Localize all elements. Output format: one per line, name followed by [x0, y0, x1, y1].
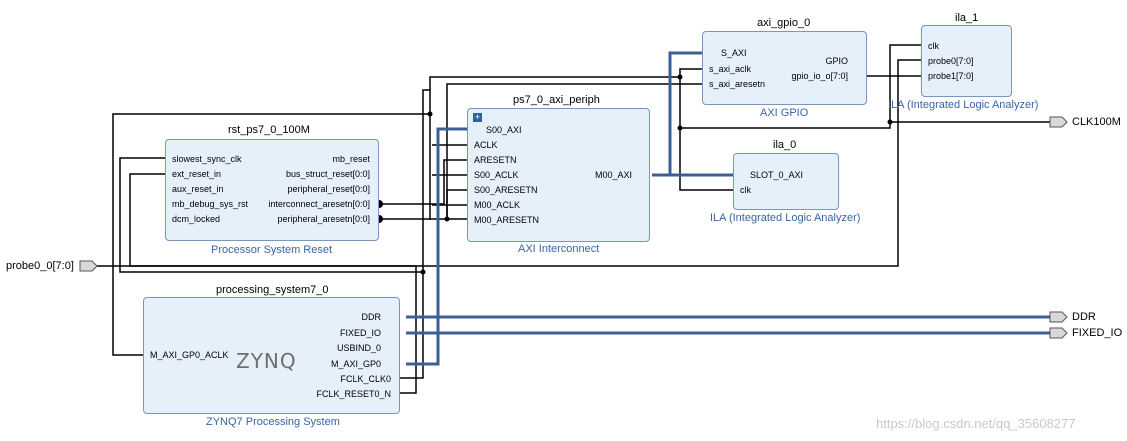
external-port-fixed-io[interactable]: FIXED_IO: [1072, 327, 1123, 339]
gpio-block-title: axi_gpio_0: [757, 17, 811, 29]
periph-port-m00-aresetn[interactable]: M00_ARESETN: [474, 215, 540, 225]
rst-port-mb-reset[interactable]: mb_reset: [332, 154, 370, 164]
ps-port-fixed-io[interactable]: FIXED_IO: [339, 328, 381, 338]
external-port-ddr[interactable]: DDR: [1072, 311, 1096, 323]
ps-block-title: processing_system7_0: [216, 284, 329, 296]
ila1-block-title: ila_1: [955, 12, 979, 24]
rst-port-slowest-sync-clk[interactable]: slowest_sync_clk: [172, 154, 242, 164]
watermark: https://blog.csdn.net/qq_35608277: [876, 416, 1076, 431]
periph-block-title: ps7_0_axi_periph: [513, 94, 600, 106]
rst-port-mb-debug-sys-rst[interactable]: mb_debug_sys_rst: [172, 199, 249, 209]
gpio-port-gpio-io-o[interactable]: gpio_io_o[7:0]: [791, 71, 848, 81]
ila1-port-probe0[interactable]: probe0[7:0]: [928, 56, 974, 66]
ila0-block[interactable]: SLOT_0_AXI clk: [733, 153, 839, 210]
rst-port-bus-struct-reset[interactable]: bus_struct_reset[0:0]: [285, 169, 370, 179]
ps-port-m-axi-gp0[interactable]: M_AXI_GP0: [330, 359, 381, 369]
ps-port-usbind[interactable]: USBIND_0: [336, 343, 381, 353]
periph-port-s00-aresetn[interactable]: S00_ARESETN: [474, 185, 538, 195]
gpio-block-subtitle: AXI GPIO: [760, 107, 809, 119]
periph-port-aresetn[interactable]: ARESETN: [474, 155, 517, 165]
rst-port-interconnect-aresetn[interactable]: interconnect_aresetn[0:0]: [268, 199, 370, 209]
periph-port-m00-axi[interactable]: M00_AXI: [594, 170, 632, 180]
rst-port-dcm-locked[interactable]: dcm_locked: [172, 214, 221, 224]
ps-port-ddr[interactable]: DDR: [361, 312, 382, 322]
ps-port-m-axi-gp0-aclk[interactable]: M_AXI_GP0_ACLK: [150, 350, 229, 360]
periph-port-aclk[interactable]: ACLK: [474, 140, 498, 150]
periph-block-subtitle: AXI Interconnect: [518, 243, 600, 255]
rst-block-title: rst_ps7_0_100M: [228, 124, 310, 136]
rst-block-subtitle: Processor System Reset: [211, 244, 333, 256]
ps-port-fclk-reset0-n[interactable]: FCLK_RESET0_N: [316, 389, 391, 399]
external-port-probe0[interactable]: probe0_0[7:0]: [6, 260, 74, 272]
ps-port-fclk-clk0[interactable]: FCLK_CLK0: [340, 374, 391, 384]
ila1-port-clk[interactable]: clk: [928, 41, 939, 51]
ps-block[interactable]: M_AXI_GP0_ACLK ZYNQ DDR FIXED_IO USBIND_…: [143, 297, 400, 414]
gpio-port-s-axi-aresetn[interactable]: s_axi_aresetn: [709, 79, 766, 89]
gpio-port-s-axi[interactable]: S_AXI: [721, 48, 747, 58]
ila1-block[interactable]: clk probe0[7:0] probe1[7:0]: [921, 25, 1012, 97]
periph-block[interactable]: + S00_AXI ACLK ARESETN S00_ACLK S00_ARES…: [467, 108, 650, 242]
ila1-port-probe1[interactable]: probe1[7:0]: [928, 71, 974, 81]
ila0-block-subtitle: ILA (Integrated Logic Analyzer): [710, 212, 861, 224]
ila0-block-title: ila_0: [773, 139, 797, 151]
rst-port-peripheral-reset[interactable]: peripheral_reset[0:0]: [287, 184, 370, 194]
gpio-block[interactable]: S_AXI s_axi_aclk s_axi_aresetn GPIO gpio…: [702, 31, 867, 105]
ila1-block-subtitle: ILA (Integrated Logic Analyzer): [888, 99, 1039, 111]
periph-port-s00-axi[interactable]: S00_AXI: [486, 125, 522, 135]
rst-block[interactable]: slowest_sync_clk ext_reset_in aux_reset_…: [165, 139, 379, 241]
periph-port-m00-aclk[interactable]: M00_ACLK: [474, 200, 521, 210]
rst-port-peripheral-aresetn[interactable]: peripheral_aresetn[0:0]: [277, 214, 370, 224]
gpio-port-gpio[interactable]: GPIO: [825, 56, 848, 66]
zynq-logo: ZYNQ: [236, 349, 297, 373]
external-port-clk100m[interactable]: CLK100M: [1072, 116, 1121, 128]
ila0-port-slot-0-axi[interactable]: SLOT_0_AXI: [750, 170, 804, 180]
periph-port-s00-aclk[interactable]: S00_ACLK: [474, 170, 519, 180]
gpio-port-s-axi-aclk[interactable]: s_axi_aclk: [709, 64, 752, 74]
rst-port-aux-reset-in[interactable]: aux_reset_in: [172, 184, 224, 194]
ila0-port-clk[interactable]: clk: [740, 185, 751, 195]
expand-icon[interactable]: +: [473, 112, 482, 122]
rst-port-ext-reset-in[interactable]: ext_reset_in: [172, 169, 222, 179]
ps-block-subtitle: ZYNQ7 Processing System: [206, 416, 340, 428]
